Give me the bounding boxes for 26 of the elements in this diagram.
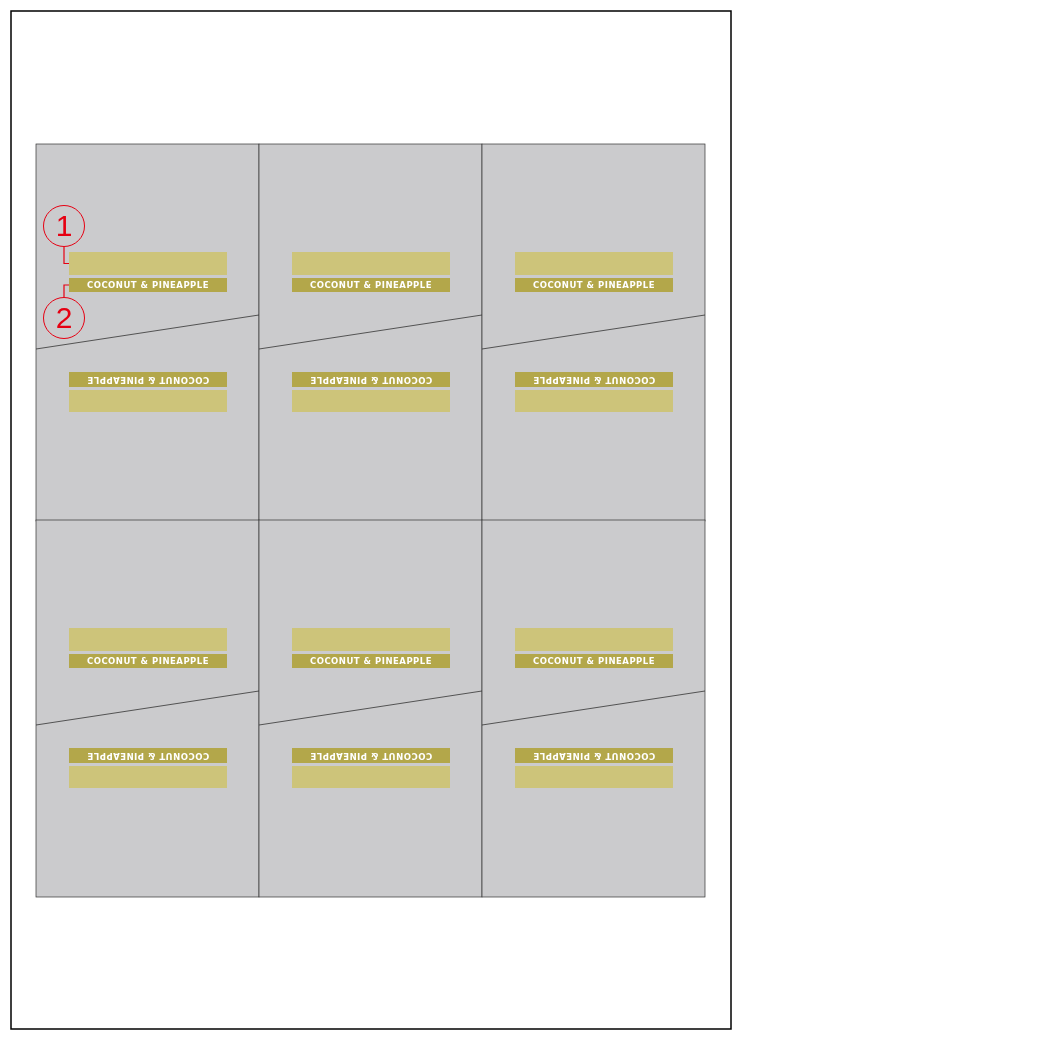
- flavor-band: COCONUT & PINEAPPLE: [69, 748, 227, 763]
- flavor-band: COCONUT & PINEAPPLE: [292, 748, 450, 763]
- leader-line: [63, 246, 70, 265]
- flavor-band: COCONUT & PINEAPPLE: [292, 278, 450, 292]
- flavor-band: COCONUT & PINEAPPLE: [69, 278, 227, 292]
- title-bar: [515, 766, 673, 788]
- flavor-band: COCONUT & PINEAPPLE: [69, 372, 227, 387]
- title-bar: [69, 390, 227, 412]
- title-bar: [515, 628, 673, 651]
- flavor-band: COCONUT & PINEAPPLE: [515, 278, 673, 292]
- flavor-band: COCONUT & PINEAPPLE: [292, 654, 450, 668]
- leader-line: [63, 284, 70, 298]
- title-bar: [69, 252, 227, 275]
- flavor-band: COCONUT & PINEAPPLE: [69, 654, 227, 668]
- flavor-band: COCONUT & PINEAPPLE: [292, 372, 450, 387]
- flavor-band: COCONUT & PINEAPPLE: [515, 748, 673, 763]
- title-bar: [292, 390, 450, 412]
- title-bar: [515, 390, 673, 412]
- title-bar: [292, 252, 450, 275]
- title-bar: [69, 628, 227, 651]
- title-bar: [292, 766, 450, 788]
- flavor-band: COCONUT & PINEAPPLE: [515, 372, 673, 387]
- title-bar: [69, 766, 227, 788]
- title-bar: [292, 628, 450, 651]
- title-bar: [515, 252, 673, 275]
- flavor-band: COCONUT & PINEAPPLE: [515, 654, 673, 668]
